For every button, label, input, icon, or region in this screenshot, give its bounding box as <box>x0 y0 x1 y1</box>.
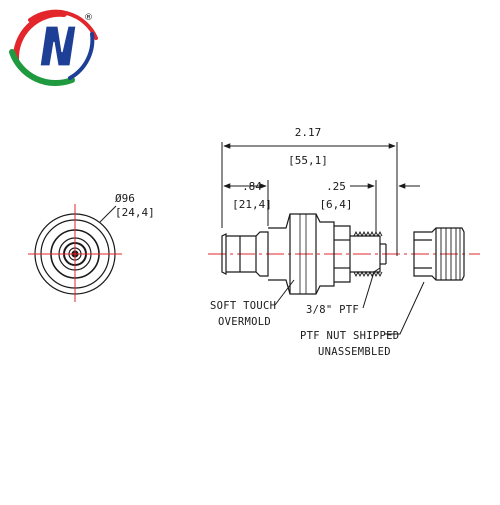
left-dim-metric: [21,4] <box>232 198 272 211</box>
logo-n-mark <box>39 25 77 67</box>
overmold-callout-line2: OVERMOLD <box>218 316 271 328</box>
fitting-side-view <box>221 213 387 295</box>
thread-dim-metric: [6,4] <box>319 198 352 211</box>
nut-callout-line2: UNASSEMBLED <box>318 346 391 358</box>
diameter-metric-label: [24,4] <box>115 206 155 219</box>
thread-dim-value: .25 <box>326 180 346 193</box>
overall-dim-metric: [55,1] <box>288 154 328 167</box>
overmold-callout-line1: SOFT TOUCH <box>210 300 276 312</box>
registered-mark: ® <box>84 13 93 23</box>
left-dim-value: .84 <box>242 180 262 193</box>
ptf-nut-drawing <box>413 227 465 281</box>
end-view-centerlines <box>28 204 122 302</box>
callout-leaders <box>274 267 425 335</box>
overall-dim-value: 2.17 <box>295 126 322 139</box>
diameter-leader <box>99 205 117 223</box>
thread-callout: 3/8" PTF <box>306 304 359 316</box>
dimension-lines <box>221 142 420 256</box>
nut-callout-line1: PTF NUT SHIPPED <box>300 330 399 342</box>
diameter-label: Ø96 <box>115 192 135 205</box>
company-logo: ® <box>9 9 98 87</box>
